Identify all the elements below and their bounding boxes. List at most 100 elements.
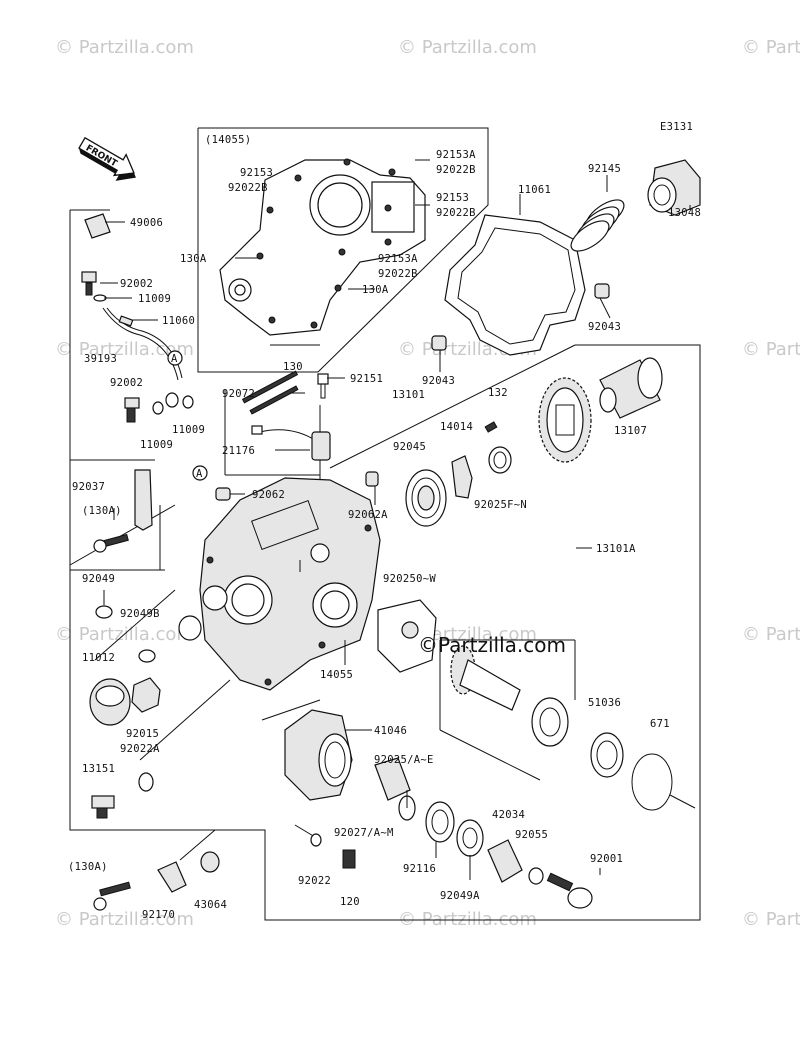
callout-label: 130A [180, 253, 207, 265]
callout-label: (130A) [82, 505, 122, 517]
callout-label: 13048 [668, 207, 701, 219]
callout-label: 11009 [138, 293, 171, 305]
watermark: © Partzilla.com [55, 37, 194, 58]
marker-a: A [196, 468, 203, 480]
part-13048 [647, 159, 701, 216]
leader-lines [100, 159, 691, 880]
callout-label: 92145 [588, 163, 621, 175]
callout-label: (130A) [68, 861, 108, 873]
left-seals [89, 605, 202, 819]
callout-label: 671 [650, 718, 670, 730]
callout-label: 92022A [120, 743, 160, 755]
spring-92145 [570, 199, 625, 252]
pinion-gear [450, 645, 569, 747]
callout-label: 132 [488, 387, 508, 399]
callout-label: 11009 [140, 439, 173, 451]
callout-label: 21176 [222, 445, 255, 457]
frame-lines [69, 127, 701, 921]
callout-labels: (14055) 92153 92022B 130A 130 92153A 920… [68, 134, 701, 921]
callout-label: 11061 [518, 184, 551, 196]
callout-label: 92170 [142, 909, 175, 921]
callout-label: 92062A [348, 509, 388, 521]
reference-markers: A A [167, 350, 208, 481]
callout-label: (14055) [205, 134, 251, 146]
callout-label: 92049B [120, 608, 160, 620]
bearing-92045 [405, 469, 447, 527]
callout-label: 130 [283, 361, 303, 373]
callout-label: 14055 [320, 669, 353, 681]
bracket-92170 [93, 851, 220, 911]
callout-label: 41046 [374, 725, 407, 737]
stopper-14014 [451, 421, 498, 499]
callout-label: 49006 [130, 217, 163, 229]
callout-label: 92072 [222, 388, 255, 400]
marker-a: A [171, 353, 178, 365]
callout-label: 92015 [126, 728, 159, 740]
callout-label: 92022B [436, 207, 476, 219]
callout-label: 13107 [614, 425, 647, 437]
callout-label: 92049 [82, 573, 115, 585]
watermark: © Partzilla.com [398, 37, 537, 58]
watermark: © Partzilla.com [55, 339, 194, 360]
callout-label: 92025F~N [474, 499, 527, 511]
diagram-code: E3131 [660, 121, 693, 133]
callout-label: 92025/A~E [374, 754, 434, 766]
shaft-13107 [599, 357, 663, 419]
callout-label: 92002 [110, 377, 143, 389]
shim-92025f [488, 446, 512, 474]
bracket-92037 [93, 469, 153, 553]
watermark: © Partzilla.com [742, 339, 800, 360]
dowel-92043 [431, 283, 610, 351]
callout-label: 92022B [436, 164, 476, 176]
cover-14055 [219, 158, 426, 336]
callout-label: 120 [340, 896, 360, 908]
callout-label: 92027/A~M [334, 827, 394, 839]
gear-case-14055 [199, 477, 381, 691]
callout-label: 92022B [228, 182, 268, 194]
callout-label: 92062 [252, 489, 285, 501]
callout-label: 92043 [588, 321, 621, 333]
callout-label: 11012 [82, 652, 115, 664]
callout-label: 11009 [172, 424, 205, 436]
callout-label: 92055 [515, 829, 548, 841]
watermark: © Partzilla.com [55, 909, 194, 930]
gasket-11061 [444, 214, 586, 356]
callout-label: 92153 [436, 192, 469, 204]
callout-label: 92022B [378, 268, 418, 280]
callout-label: 13151 [82, 763, 115, 775]
callout-label: 43064 [194, 899, 227, 911]
callout-label: 920250~W [383, 573, 436, 585]
callout-label: 92153 [240, 167, 273, 179]
callout-label: 42034 [492, 809, 525, 821]
seal-and-oring [590, 732, 696, 811]
callout-label: 92022 [298, 875, 331, 887]
sensor-parts [241, 370, 331, 461]
ring-gear-13101 [538, 377, 592, 463]
collar-parts [310, 757, 593, 909]
callout-label: 14014 [440, 421, 473, 433]
callout-label: 13101 [392, 389, 425, 401]
gasket-920250w [377, 599, 437, 673]
dowel-92062 [215, 471, 379, 501]
watermark: © Partzilla.com [742, 624, 800, 645]
callout-label: 92049A [440, 890, 480, 902]
callout-label: 39193 [84, 353, 117, 365]
callout-label: 92002 [120, 278, 153, 290]
callout-label: 13101A [596, 543, 636, 555]
callout-label: 92037 [72, 481, 105, 493]
watermark: © Partzilla.com [742, 909, 800, 930]
watermark: © Partzilla.com [742, 37, 800, 58]
front-arrow-icon: FRONT [78, 136, 136, 181]
callout-label: 92153A [378, 253, 418, 265]
brand-watermark: ©Partzilla.com [418, 633, 566, 657]
callout-label: 92001 [590, 853, 623, 865]
callout-label: 92151 [350, 373, 383, 385]
callout-label: 92153A [436, 149, 476, 161]
callout-label: 92043 [422, 375, 455, 387]
callout-label: 92045 [393, 441, 426, 453]
callout-label: 51036 [588, 697, 621, 709]
callout-label: 130A [362, 284, 389, 296]
callout-label: 92116 [403, 863, 436, 875]
